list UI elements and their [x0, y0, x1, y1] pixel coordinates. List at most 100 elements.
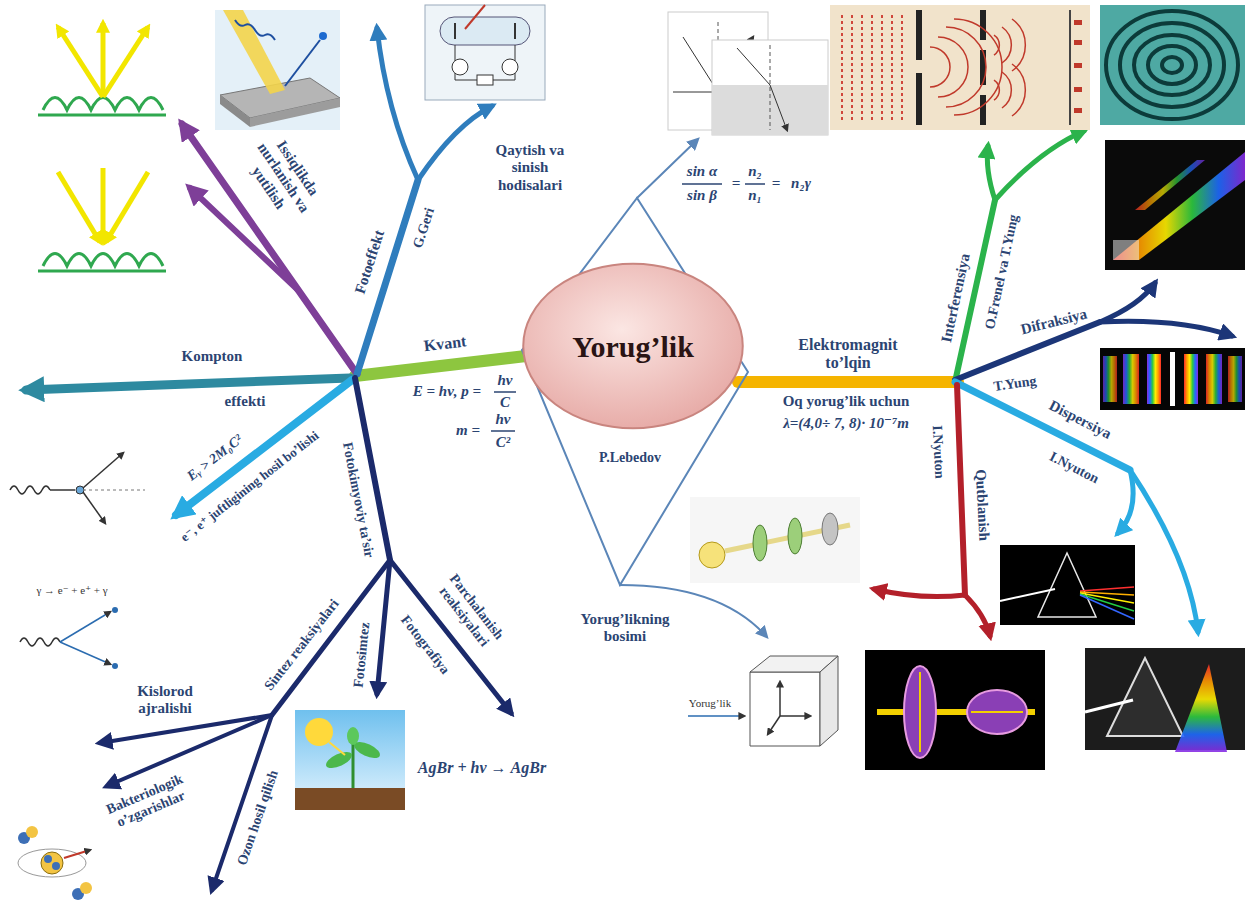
photoeffect-figure-part — [220, 95, 250, 127]
interference-rings-part — [1134, 35, 1210, 95]
refraction-figure — [712, 40, 828, 135]
atom-figure-part — [80, 882, 92, 894]
polarizer-apparatus-part — [788, 518, 802, 554]
atom-figure-part — [64, 850, 90, 858]
compton-figure-part — [83, 453, 123, 488]
dispersion-prism-part — [1085, 700, 1133, 712]
diffraction-photo-part — [1113, 240, 1139, 260]
branch-label: I.Nyuton — [1047, 449, 1102, 488]
pair-production-figure-part — [60, 612, 110, 642]
photosynthesis-figure-part — [295, 788, 405, 810]
node-title: Yorug’lik — [572, 330, 694, 363]
branch-line-part — [100, 715, 272, 743]
branch-label: Fotoeffekt — [352, 228, 389, 296]
branch-label: Fotografiya — [397, 612, 453, 677]
prism-figure-part — [1080, 587, 1134, 591]
prism-figure-part — [1000, 589, 1055, 601]
diffraction-photo-part — [1105, 140, 1245, 270]
interference-figure-part — [994, 35, 999, 55]
branch-label: Sintez reaksiyalari — [261, 596, 342, 694]
refraction-figure-part — [770, 45, 771, 130]
polarization-figure-part — [967, 690, 1027, 734]
interference-figure-part — [994, 80, 999, 100]
branch-label: Interferensiya — [938, 252, 974, 344]
interference-figure-part — [1012, 19, 1025, 71]
thermal-emission-figure-part — [101, 23, 106, 97]
dispersion-prism — [1085, 648, 1245, 752]
fraction-bar — [491, 184, 765, 431]
photosynthesis-figure-part — [324, 749, 354, 772]
diffraction-fringes-part — [1103, 356, 1117, 402]
refraction-figure-part — [737, 48, 770, 85]
thermal-emission-figure-part — [103, 27, 148, 97]
branch-line — [26, 28, 1232, 890]
interference-rings-part — [1162, 57, 1182, 73]
prism-figure-part — [1080, 595, 1134, 619]
central-ellipse: Yorug’lik — [521, 262, 745, 430]
prism-figure-part — [1080, 587, 1134, 619]
compton-figure-part — [10, 486, 50, 494]
compton-figure-part — [83, 492, 105, 523]
formula-text: = — [732, 175, 741, 192]
photosynthesis-figure — [295, 710, 405, 810]
photosynthesis-figure-part — [329, 742, 345, 755]
polarizer-apparatus-part — [690, 497, 860, 583]
branch-label: G.Geri — [410, 206, 438, 251]
branch-line-part — [1100, 283, 1155, 322]
diffraction-photo-part — [1135, 160, 1205, 210]
formula-text: E = hν, p = — [413, 383, 481, 400]
polarization-figure-part — [904, 666, 936, 758]
prism-figure-part — [1038, 553, 1096, 617]
refraction-figure-part — [770, 85, 787, 130]
thermal-absorption-figure — [38, 168, 166, 271]
prism-figure-part — [1080, 594, 1134, 611]
branch-line-part — [377, 560, 390, 694]
branch-label: Fotosimtez — [351, 622, 374, 689]
thermal-absorption-figure-part — [58, 172, 100, 242]
formula-text: n₂γ — [791, 175, 811, 192]
branch-label: Fotokimyoviy ta’sir — [339, 441, 377, 559]
thermal-emission-figure-part — [43, 98, 163, 111]
interference-figure-part — [1074, 40, 1082, 45]
interference-figure-part — [1002, 27, 1011, 63]
atom-figure — [18, 826, 92, 900]
diffraction-fringes — [1100, 348, 1245, 410]
branch-label: T.Yung — [992, 373, 1037, 395]
thermal-absorption-figure-part — [38, 270, 166, 273]
pressure-cube — [750, 656, 838, 746]
interference-figure-part — [1069, 10, 1071, 125]
branch-label: Kislorod ajralishi — [120, 683, 210, 718]
diffraction-fringes-part — [1147, 354, 1161, 404]
pair-production-figure-part — [60, 642, 110, 664]
refraction-figure-part — [712, 40, 828, 135]
diffraction-fringes-part — [1228, 356, 1242, 402]
branch-line-part — [1100, 321, 1232, 336]
branch-label: Ozon hosil qilish — [234, 768, 282, 867]
thermal-emission-figure — [38, 23, 166, 115]
interference-figure-part — [916, 73, 922, 125]
interference-figure-part — [1074, 63, 1082, 68]
pressure-cube-part — [779, 682, 781, 716]
polarizer-apparatus-part — [753, 525, 767, 561]
interference-figure-part — [830, 5, 1090, 130]
polarization-figure-part — [971, 711, 1023, 713]
diffraction-photo — [1105, 140, 1245, 270]
pressure-cube-part — [820, 656, 838, 746]
interference-figure — [830, 5, 1090, 130]
branch-label: Kvant — [423, 332, 468, 355]
interference-figure-part — [861, 15, 863, 120]
formula-text: C — [500, 394, 510, 411]
formula-text: λ=(4,0÷ 7, 8)· 10⁻⁷m — [783, 415, 909, 432]
branch-line-part — [995, 131, 1084, 200]
polarizer-apparatus — [690, 497, 860, 583]
interference-rings-part — [1120, 23, 1224, 107]
formula-text: sin β — [687, 187, 717, 204]
light-arrow-part — [688, 715, 744, 717]
prism-figure-part — [1000, 545, 1135, 625]
branch-line-part — [965, 595, 990, 636]
fraction-bar-part — [491, 430, 515, 432]
photocell-circuit-part — [452, 59, 468, 75]
branch-line-part — [176, 380, 352, 515]
photoeffect-figure-part — [223, 10, 285, 94]
branch-line-part — [874, 589, 965, 597]
